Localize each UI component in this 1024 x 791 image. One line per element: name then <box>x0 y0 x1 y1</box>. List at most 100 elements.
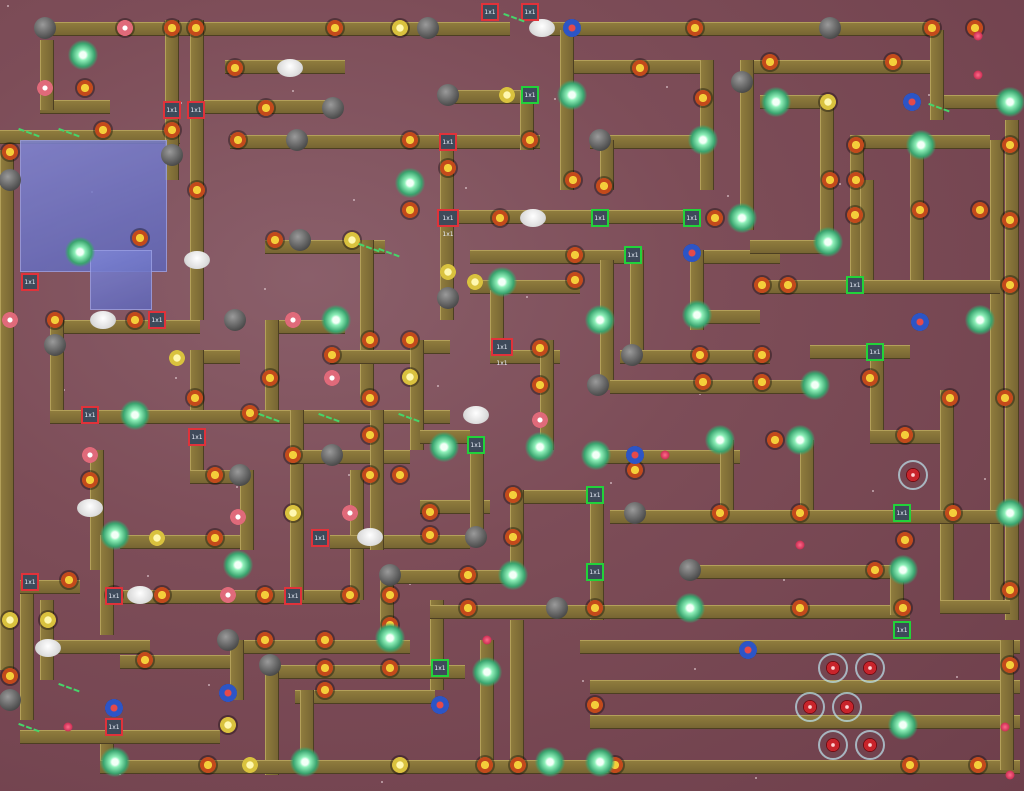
turret-tower-icon[interactable] <box>510 757 526 773</box>
turret-tower-icon[interactable] <box>200 757 216 773</box>
pink-coin-icon[interactable] <box>117 20 133 36</box>
turret-tower-icon[interactable] <box>792 505 808 521</box>
turret-tower-icon[interactable] <box>897 427 913 443</box>
pink-coin-icon[interactable] <box>220 587 236 603</box>
turret-tower-icon[interactable] <box>565 172 581 188</box>
turret-tower-icon[interactable] <box>895 600 911 616</box>
yellow-coin-icon[interactable] <box>402 369 418 385</box>
turret-tower-icon[interactable] <box>2 668 18 684</box>
turret-tower-icon[interactable] <box>362 467 378 483</box>
turret-tower-icon[interactable] <box>327 20 343 36</box>
turret-tower-icon[interactable] <box>687 20 703 36</box>
turret-tower-icon[interactable] <box>267 232 283 248</box>
target-ring-icon[interactable] <box>795 692 825 722</box>
turret-tower-icon[interactable] <box>207 467 223 483</box>
turret-tower-icon[interactable] <box>847 207 863 223</box>
open-gate[interactable]: 1x1 <box>591 209 609 227</box>
target-ring-icon[interactable] <box>818 730 848 760</box>
pink-coin-icon[interactable] <box>2 312 18 328</box>
target-ring-icon[interactable] <box>855 730 885 760</box>
turret-tower-icon[interactable] <box>189 182 205 198</box>
turret-tower-icon[interactable] <box>164 20 180 36</box>
turret-tower-icon[interactable] <box>77 80 93 96</box>
turret-tower-icon[interactable] <box>127 312 143 328</box>
blue-cannon-icon[interactable] <box>683 244 701 262</box>
open-gate[interactable]: 1x1 <box>467 436 485 454</box>
open-gate[interactable]: 1x1 <box>866 343 884 361</box>
open-gate[interactable]: 1x1 <box>586 563 604 581</box>
turret-tower-icon[interactable] <box>942 390 958 406</box>
open-gate[interactable]: 1x1 <box>586 486 604 504</box>
turret-tower-icon[interactable] <box>187 390 203 406</box>
turret-tower-icon[interactable] <box>227 60 243 76</box>
turret-tower-icon[interactable] <box>324 347 340 363</box>
yellow-coin-icon[interactable] <box>499 87 515 103</box>
turret-tower-icon[interactable] <box>862 370 878 386</box>
turret-tower-icon[interactable] <box>885 54 901 70</box>
pink-coin-icon[interactable] <box>285 312 301 328</box>
turret-tower-icon[interactable] <box>707 210 723 226</box>
turret-tower-icon[interactable] <box>95 122 111 138</box>
yellow-coin-icon[interactable] <box>392 20 408 36</box>
locked-gate[interactable]: 1x1 <box>105 718 123 736</box>
turret-tower-icon[interactable] <box>257 632 273 648</box>
locked-gate[interactable]: 1x1 1x1 <box>491 338 513 367</box>
turret-tower-icon[interactable] <box>230 132 246 148</box>
locked-gate[interactable]: 1x1 <box>521 3 539 21</box>
turret-tower-icon[interactable] <box>47 312 63 328</box>
pink-coin-icon[interactable] <box>230 509 246 525</box>
turret-tower-icon[interactable] <box>970 757 986 773</box>
turret-tower-icon[interactable] <box>1002 212 1018 228</box>
target-ring-icon[interactable] <box>855 653 885 683</box>
turret-tower-icon[interactable] <box>460 567 476 583</box>
pink-coin-icon[interactable] <box>532 412 548 428</box>
turret-tower-icon[interactable] <box>207 530 223 546</box>
red-gem-icon[interactable] <box>482 635 492 645</box>
turret-tower-icon[interactable] <box>792 600 808 616</box>
locked-gate[interactable]: 1x1 <box>105 587 123 605</box>
turret-tower-icon[interactable] <box>587 697 603 713</box>
locked-gate[interactable]: 1x1 <box>21 573 39 591</box>
locked-gate[interactable]: 1x1 <box>21 273 39 291</box>
pink-coin-icon[interactable] <box>82 447 98 463</box>
turret-tower-icon[interactable] <box>262 370 278 386</box>
turret-tower-icon[interactable] <box>258 100 274 116</box>
yellow-coin-icon[interactable] <box>220 717 236 733</box>
turret-tower-icon[interactable] <box>257 587 273 603</box>
turret-tower-icon[interactable] <box>754 347 770 363</box>
turret-tower-icon[interactable] <box>1002 137 1018 153</box>
pink-coin-icon[interactable] <box>37 80 53 96</box>
turret-tower-icon[interactable] <box>505 529 521 545</box>
turret-tower-icon[interactable] <box>317 682 333 698</box>
target-ring-icon[interactable] <box>898 460 928 490</box>
turret-tower-icon[interactable] <box>505 487 521 503</box>
turret-tower-icon[interactable] <box>912 202 928 218</box>
open-gate[interactable]: 1x1 <box>893 621 911 639</box>
turret-tower-icon[interactable] <box>188 20 204 36</box>
turret-tower-icon[interactable] <box>82 472 98 488</box>
red-gem-icon[interactable] <box>1000 722 1010 732</box>
turret-tower-icon[interactable] <box>460 600 476 616</box>
turret-tower-icon[interactable] <box>317 660 333 676</box>
turret-tower-icon[interactable] <box>477 757 493 773</box>
turret-tower-icon[interactable] <box>392 467 408 483</box>
turret-tower-icon[interactable] <box>137 652 153 668</box>
turret-tower-icon[interactable] <box>362 332 378 348</box>
turret-tower-icon[interactable] <box>61 572 77 588</box>
turret-tower-icon[interactable] <box>362 427 378 443</box>
open-gate[interactable]: 1x1 <box>846 276 864 294</box>
turret-tower-icon[interactable] <box>532 377 548 393</box>
turret-tower-icon[interactable] <box>422 527 438 543</box>
turret-tower-icon[interactable] <box>422 504 438 520</box>
turret-tower-icon[interactable] <box>822 172 838 188</box>
turret-tower-icon[interactable] <box>382 587 398 603</box>
yellow-coin-icon[interactable] <box>285 505 301 521</box>
turret-tower-icon[interactable] <box>402 202 418 218</box>
yellow-coin-icon[interactable] <box>169 350 185 366</box>
turret-tower-icon[interactable] <box>402 332 418 348</box>
turret-tower-icon[interactable] <box>902 757 918 773</box>
turret-tower-icon[interactable] <box>767 432 783 448</box>
open-gate[interactable]: 1x1 <box>521 86 539 104</box>
turret-tower-icon[interactable] <box>780 277 796 293</box>
